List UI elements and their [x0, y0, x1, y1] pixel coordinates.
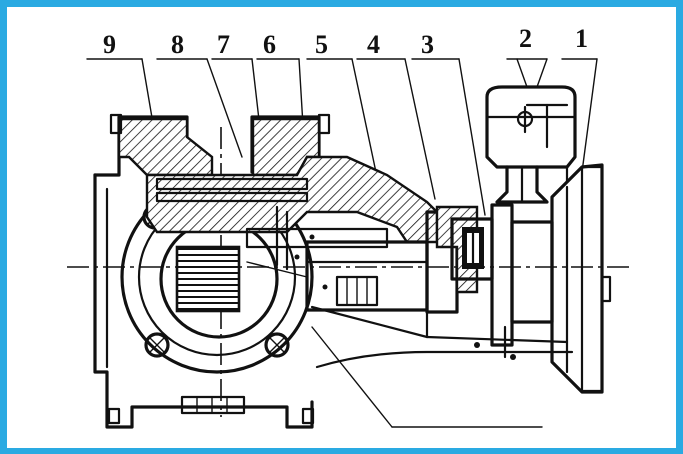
label-part-8: 8 — [171, 30, 184, 59]
base-foot — [180, 395, 246, 415]
part-labels: 9 8 7 6 5 4 3 2 1 — [103, 24, 588, 59]
pump-cross-section-diagram: 9 8 7 6 5 4 3 2 1 — [7, 7, 676, 448]
vent-valve — [485, 85, 577, 204]
diagram-svg: 9 8 7 6 5 4 3 2 1 — [67, 24, 632, 429]
label-part-5: 5 — [315, 30, 328, 59]
label-part-9: 9 — [103, 30, 116, 59]
bolt-hole-lower-right — [264, 332, 290, 358]
label-part-2: 2 — [519, 24, 532, 53]
label-part-4: 4 — [367, 30, 380, 59]
label-part-1: 1 — [575, 24, 588, 53]
motor-flange — [474, 163, 612, 394]
bolt-hole-lower-left — [144, 332, 170, 358]
label-part-7: 7 — [217, 30, 230, 59]
shaft-core — [175, 245, 241, 313]
cover-details — [246, 205, 429, 339]
shaft-sleeve — [155, 177, 309, 191]
label-part-3: 3 — [421, 30, 434, 59]
top-flanges — [109, 113, 331, 177]
label-part-6: 6 — [263, 30, 276, 59]
